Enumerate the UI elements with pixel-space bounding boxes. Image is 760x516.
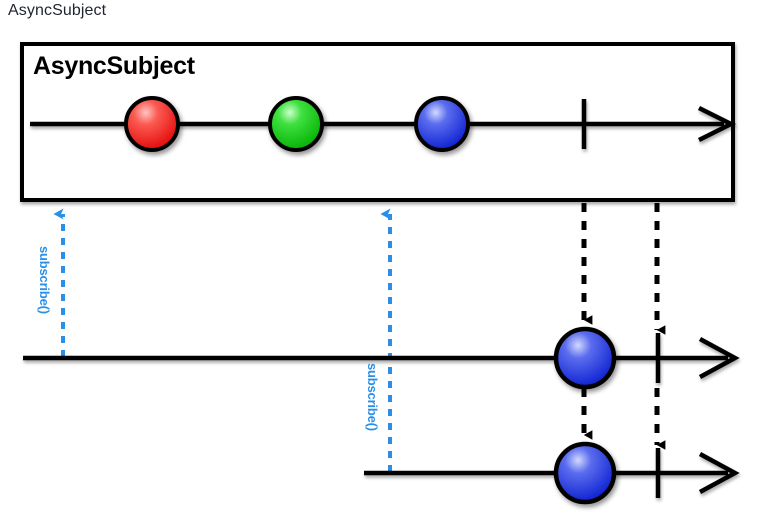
marble-green [268,96,324,152]
subscriber-1-timeline [23,326,740,390]
subscriber-1-arrowhead [698,337,740,379]
marble-red [124,96,180,152]
marble-blue-subscriber-1 [553,326,617,390]
marble-blue-subscriber-2 [553,441,617,505]
subscriber-2-timeline [364,441,740,505]
marble-blue-source [414,96,470,152]
page-title: AsyncSubject [8,2,107,19]
source-timeline [30,96,737,152]
subscribe-label-2: subscribe() [365,363,380,431]
source-timeline-arrowhead [697,105,737,143]
subject-box-title: AsyncSubject [33,52,195,80]
subscriber-2-arrowhead [698,452,740,494]
subscribe-label-1: subscribe() [37,246,52,314]
